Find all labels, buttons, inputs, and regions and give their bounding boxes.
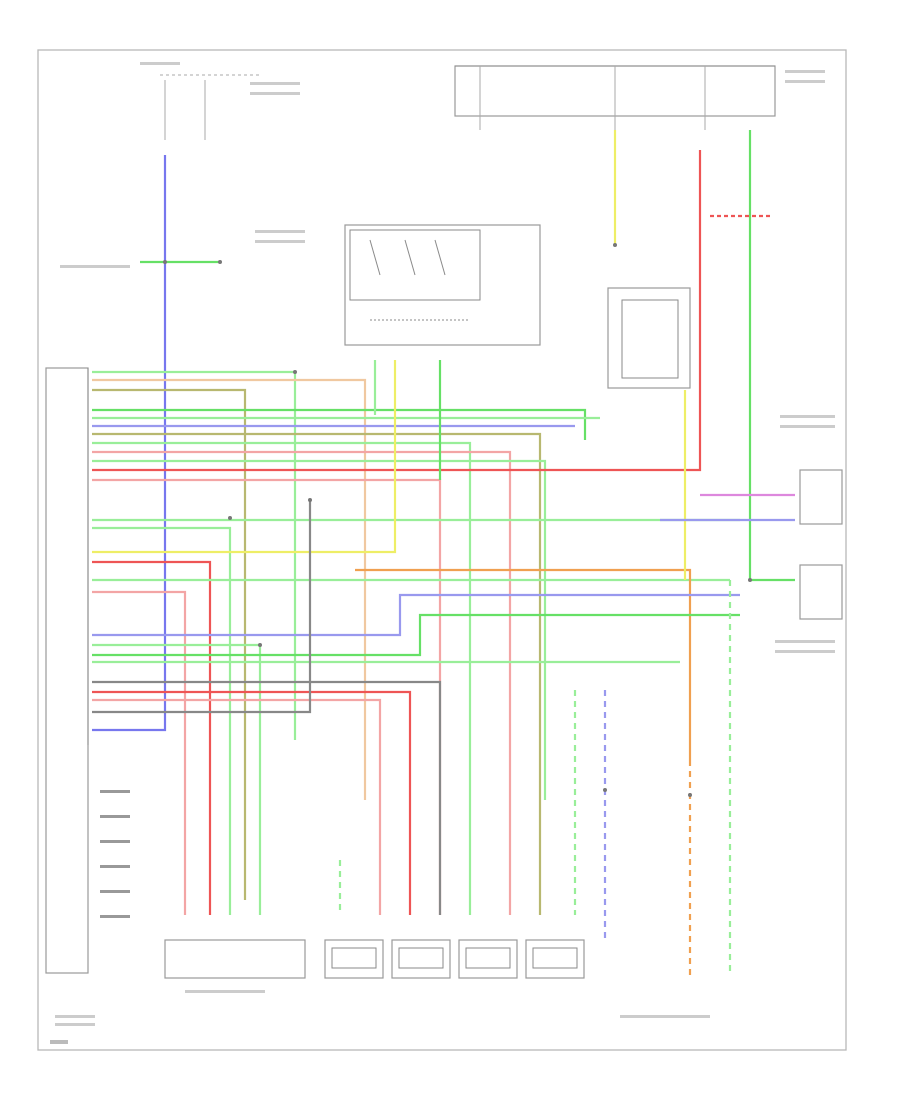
connector-marks bbox=[163, 243, 752, 797]
wire-10 bbox=[92, 459, 547, 800]
wire-24 bbox=[92, 680, 442, 915]
wire-green-right bbox=[748, 130, 795, 582]
diagram-frame bbox=[37, 49, 847, 1051]
wire-harness bbox=[92, 130, 795, 975]
wire-22 bbox=[92, 613, 740, 657]
fuse-block-top bbox=[454, 65, 776, 130]
wire-04 bbox=[92, 408, 587, 440]
wire-19 bbox=[355, 568, 692, 760]
wire-14 bbox=[92, 526, 232, 915]
tiny-labels bbox=[50, 62, 835, 1044]
wire-21 bbox=[92, 643, 262, 915]
selector-switch-box bbox=[344, 224, 541, 346]
wire-27 bbox=[92, 500, 312, 714]
wire-26 bbox=[92, 698, 382, 915]
wire-18 bbox=[92, 590, 187, 915]
right-sensor-lower bbox=[799, 564, 843, 620]
wire-20 bbox=[92, 593, 740, 637]
wire-09 bbox=[92, 450, 512, 915]
wire-16 bbox=[92, 560, 212, 915]
wire-blue-main bbox=[92, 155, 167, 732]
wire-12 bbox=[92, 478, 442, 915]
wire-25 bbox=[92, 690, 412, 915]
wire-15 bbox=[92, 360, 397, 554]
wire-07 bbox=[92, 432, 542, 915]
connector-pins-left bbox=[100, 790, 130, 918]
wire-01 bbox=[92, 370, 297, 740]
bottom-sensors bbox=[164, 939, 585, 979]
control-module-connector bbox=[45, 367, 89, 974]
wire-02 bbox=[92, 378, 367, 800]
right-sensor-upper bbox=[799, 469, 843, 525]
wire-08 bbox=[92, 441, 472, 915]
wire-03 bbox=[92, 388, 247, 900]
relay-box-right bbox=[607, 287, 691, 389]
wire-11 bbox=[92, 150, 702, 472]
power-feed-left bbox=[160, 74, 260, 140]
